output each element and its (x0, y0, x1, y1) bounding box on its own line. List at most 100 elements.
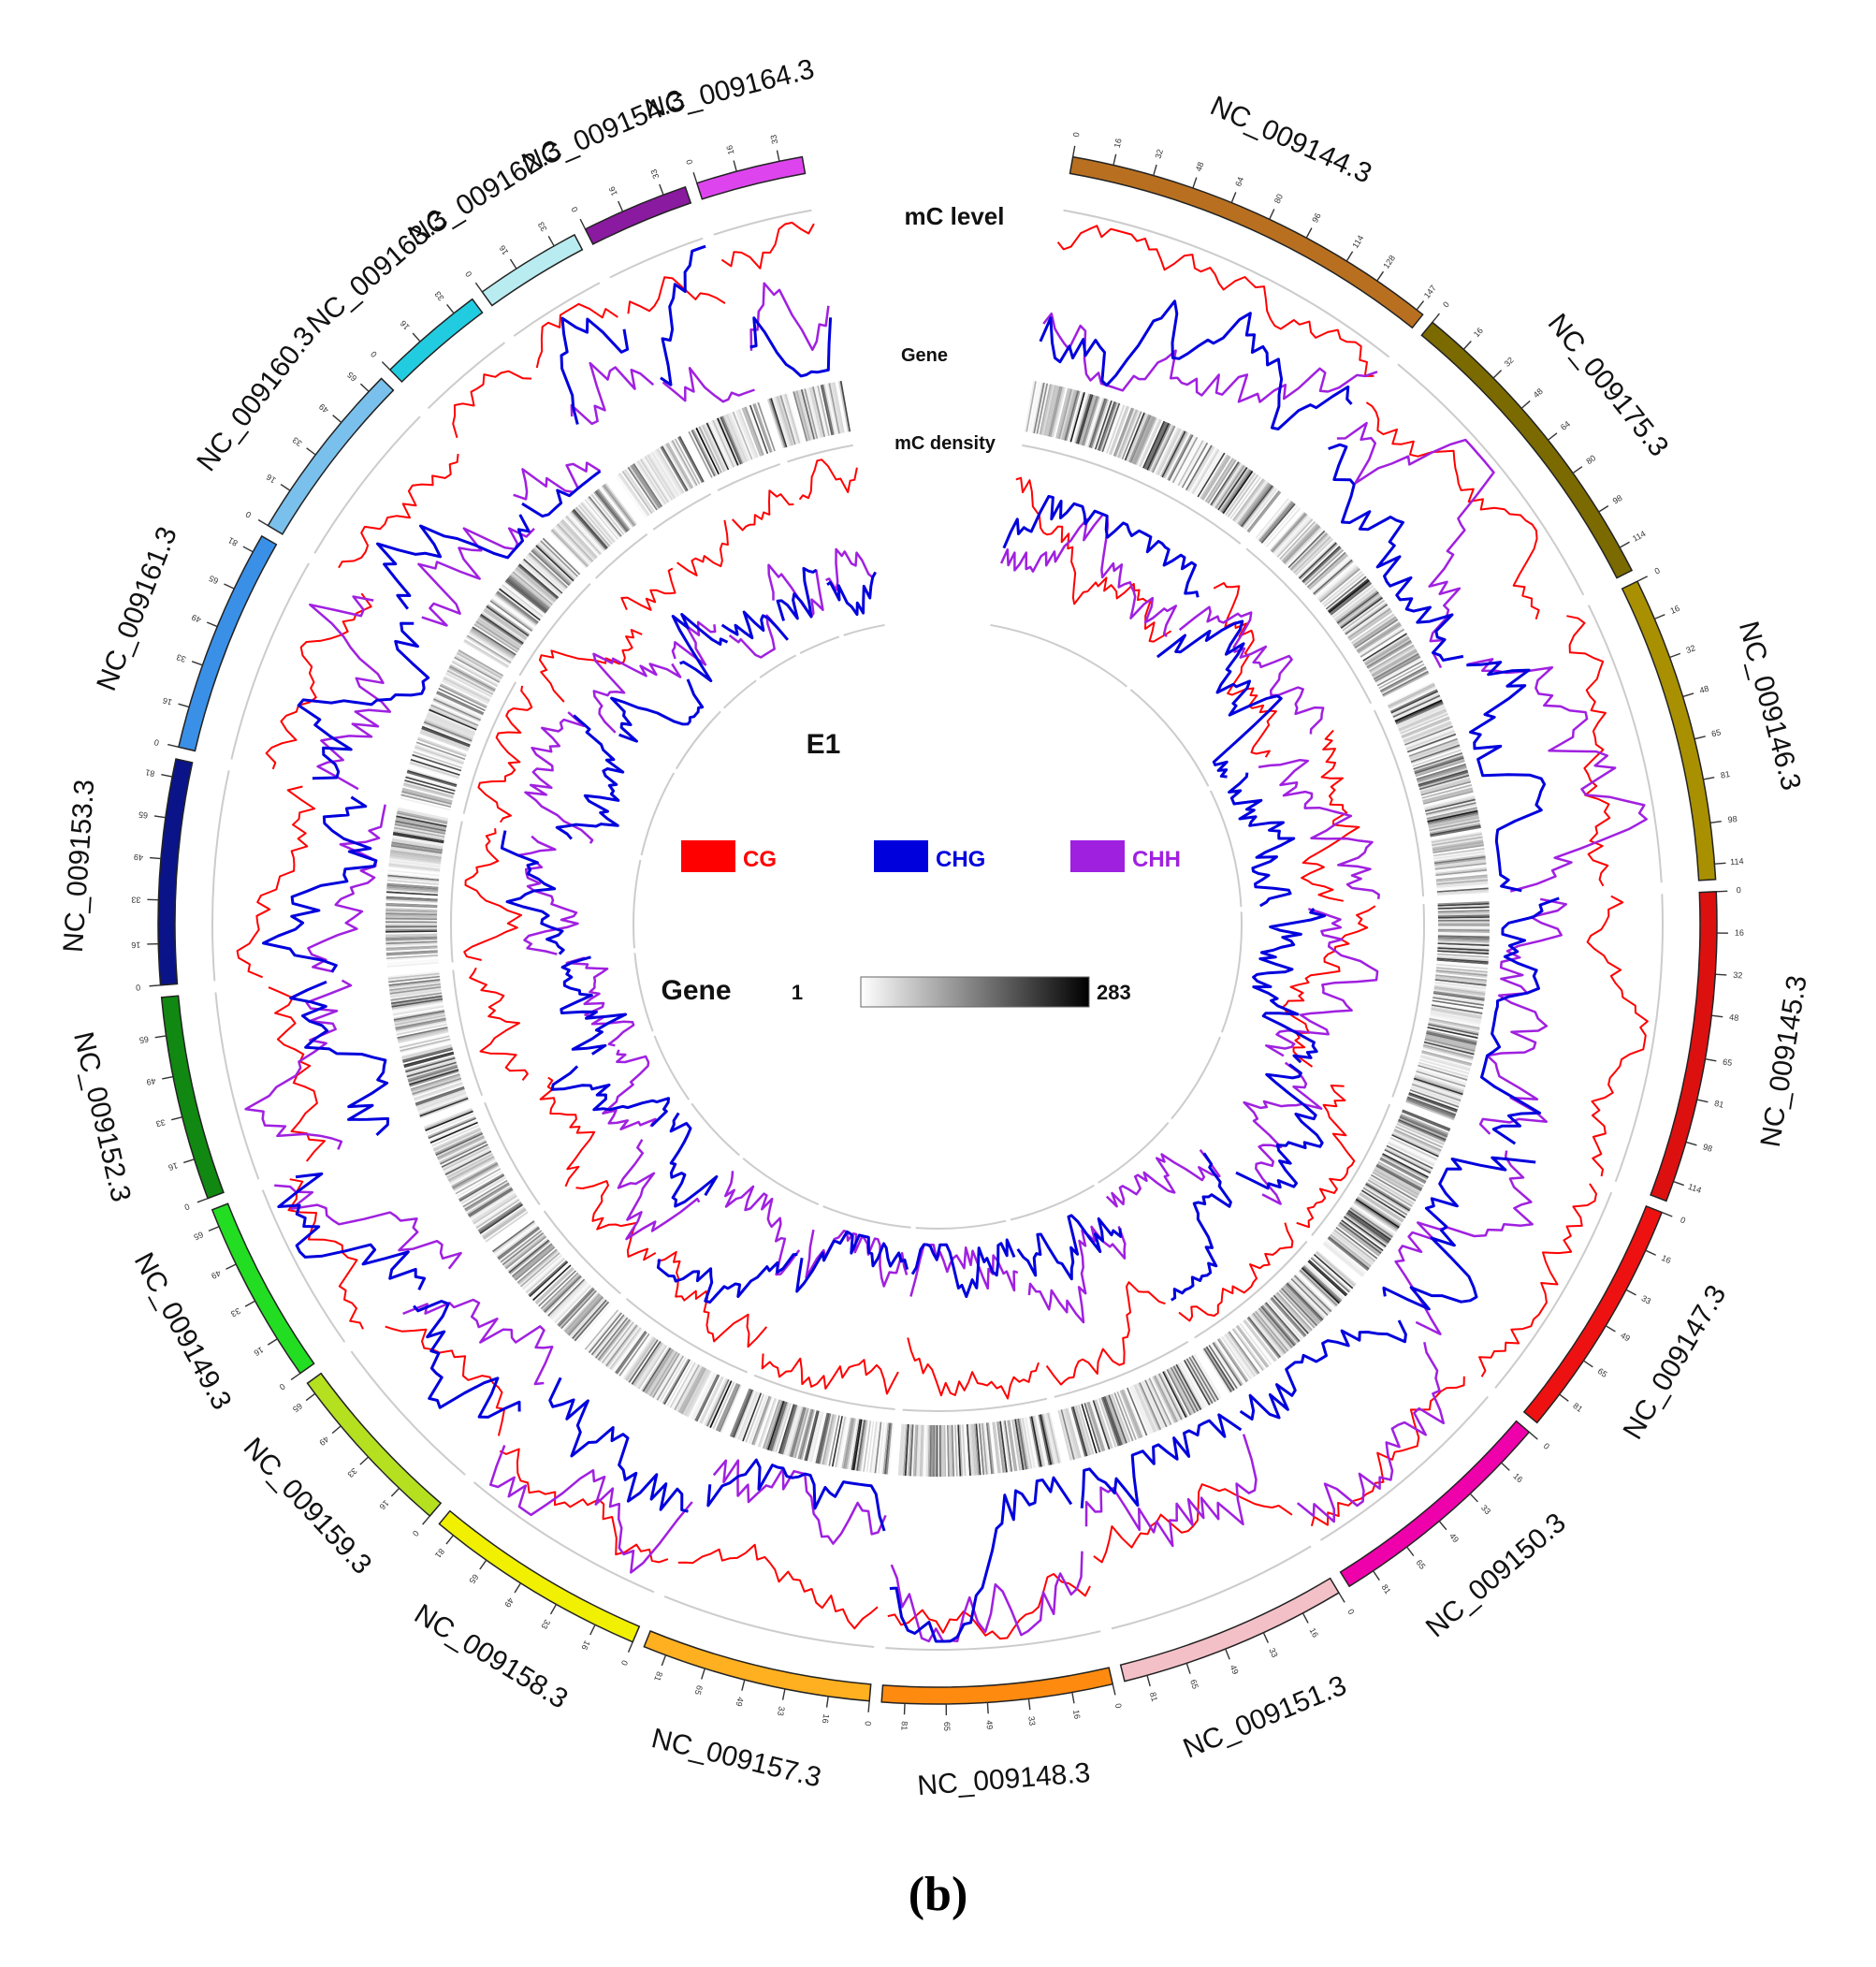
gene-bin (495, 591, 538, 625)
gene-bin (450, 663, 497, 690)
gene-bin (720, 416, 742, 465)
gene-bin (596, 1318, 630, 1360)
gene-bin (912, 1424, 917, 1477)
gene-bin (1316, 562, 1357, 599)
tick-mark (267, 1338, 278, 1346)
gene-bin (1365, 1183, 1411, 1212)
cg-density-line (477, 685, 533, 823)
gene-bin (430, 1123, 479, 1145)
gene-bin (400, 795, 451, 809)
gene-bin (1425, 1035, 1476, 1049)
gene-bin (413, 749, 463, 767)
cg-level-line (338, 453, 459, 569)
gene-bin (1237, 1324, 1270, 1367)
gene-bin (499, 1229, 542, 1262)
gene-bin (394, 1012, 445, 1023)
gene-bin (1435, 972, 1488, 980)
tick-label: 0 (463, 270, 473, 279)
gene-bin (386, 958, 439, 965)
gene-bin (1435, 876, 1488, 882)
gene-bin (793, 391, 808, 442)
gene-bin (733, 1389, 754, 1438)
tick-label: 65 (345, 370, 358, 383)
gene-bin (540, 540, 578, 577)
tick-mark (1520, 400, 1531, 409)
gene-bin (1348, 609, 1392, 640)
tick-mark (390, 1487, 400, 1497)
density-track-border (450, 821, 463, 963)
gene-bin (1324, 575, 1366, 609)
tick-label: 81 (899, 1721, 909, 1730)
cg-density-line (676, 519, 729, 576)
gene-bin (389, 984, 442, 993)
gene-bin (454, 656, 501, 683)
gene-bin (1125, 1388, 1146, 1437)
gene-bin (876, 1421, 883, 1474)
gene-bin (1109, 1393, 1129, 1444)
gene-bin (385, 950, 438, 954)
gene-bin (1201, 1348, 1231, 1393)
gene-bin (386, 884, 439, 890)
gene-bin (1419, 1057, 1470, 1073)
gene-bin (1015, 1419, 1026, 1470)
gene-bin (1156, 1374, 1182, 1421)
gene-bin (1139, 1382, 1162, 1431)
gene-bin (799, 1408, 814, 1460)
gene-bin (394, 823, 446, 835)
gene-bin (656, 1355, 684, 1401)
gene-bin (1287, 530, 1326, 569)
tick-label: 0 (619, 1659, 630, 1668)
gene-track (1387, 681, 1490, 896)
tick-mark (1438, 1521, 1447, 1531)
gene-bin (1091, 1400, 1109, 1450)
gene-bin (705, 1378, 729, 1426)
tick-label: 33 (536, 220, 549, 233)
gene-bin (394, 824, 445, 837)
chromosome-label: NC_009147.3 (1618, 1280, 1733, 1445)
gene-bin (476, 1200, 521, 1231)
gene-bin (1341, 598, 1385, 631)
gene-bin (1390, 690, 1439, 714)
gene-bin (1113, 1392, 1134, 1442)
gene-bin (385, 948, 438, 953)
gene-bin (416, 739, 466, 759)
tick-mark (196, 1197, 209, 1203)
gene-bin (1421, 1051, 1472, 1067)
gene-bin (958, 1424, 963, 1477)
gene-bin (1428, 814, 1479, 827)
gene-bin (1271, 1296, 1307, 1337)
tick-mark (191, 661, 203, 666)
gene-bin (393, 1008, 444, 1019)
tick-label: 49 (317, 401, 330, 415)
density-track-border (1054, 1340, 1189, 1398)
gene-bin (517, 1249, 559, 1285)
gene-scale-label: Gene (661, 975, 731, 1006)
gene-bin (385, 942, 438, 946)
gene-bin (1437, 910, 1490, 913)
gene-bin (662, 444, 691, 490)
gene-bin (1424, 796, 1476, 811)
tick-label: 114 (1350, 234, 1365, 250)
gene-bin (1418, 771, 1469, 788)
gene-bin (1431, 1005, 1483, 1016)
gene-bin (388, 864, 441, 872)
gene-bin (1301, 1267, 1340, 1304)
gene-bin (1277, 1290, 1315, 1330)
gene-bin (1128, 1386, 1151, 1435)
gene-bin (1350, 1205, 1394, 1237)
gene-bin (1171, 436, 1199, 484)
gene-bin (385, 893, 438, 897)
gene-bin (1207, 1345, 1237, 1391)
gene-bin (633, 1341, 662, 1386)
gene-scale-max: 283 (1097, 981, 1131, 1004)
gene-bin (667, 442, 694, 488)
gene-bin (479, 615, 523, 646)
gene-bin (1221, 469, 1252, 514)
gene-bin (1394, 1127, 1443, 1150)
gene-bin (735, 1391, 757, 1439)
gene-bin (1178, 1362, 1205, 1409)
gene-bin (585, 498, 620, 539)
tick-label: 33 (131, 895, 140, 904)
chg-level-line (560, 316, 630, 425)
